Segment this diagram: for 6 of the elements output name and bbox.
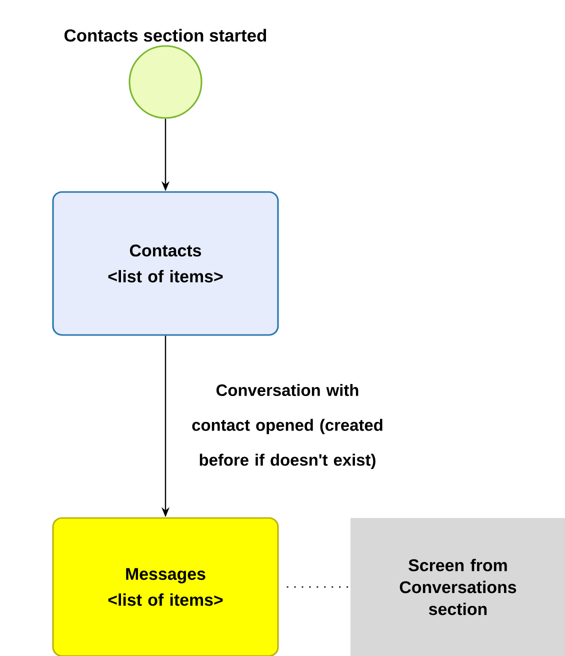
- start-circle: [128, 45, 202, 119]
- heading: Contacts section started: [64, 28, 266, 42]
- screen-box: Screen from Conversations section: [350, 518, 565, 656]
- process-box: Messages <list of items>: [52, 517, 279, 656]
- edge-label: Conversation with contact opened (created before if doesn't exist): [192, 384, 382, 470]
- process-box: Contacts <list of items>: [52, 191, 279, 336]
